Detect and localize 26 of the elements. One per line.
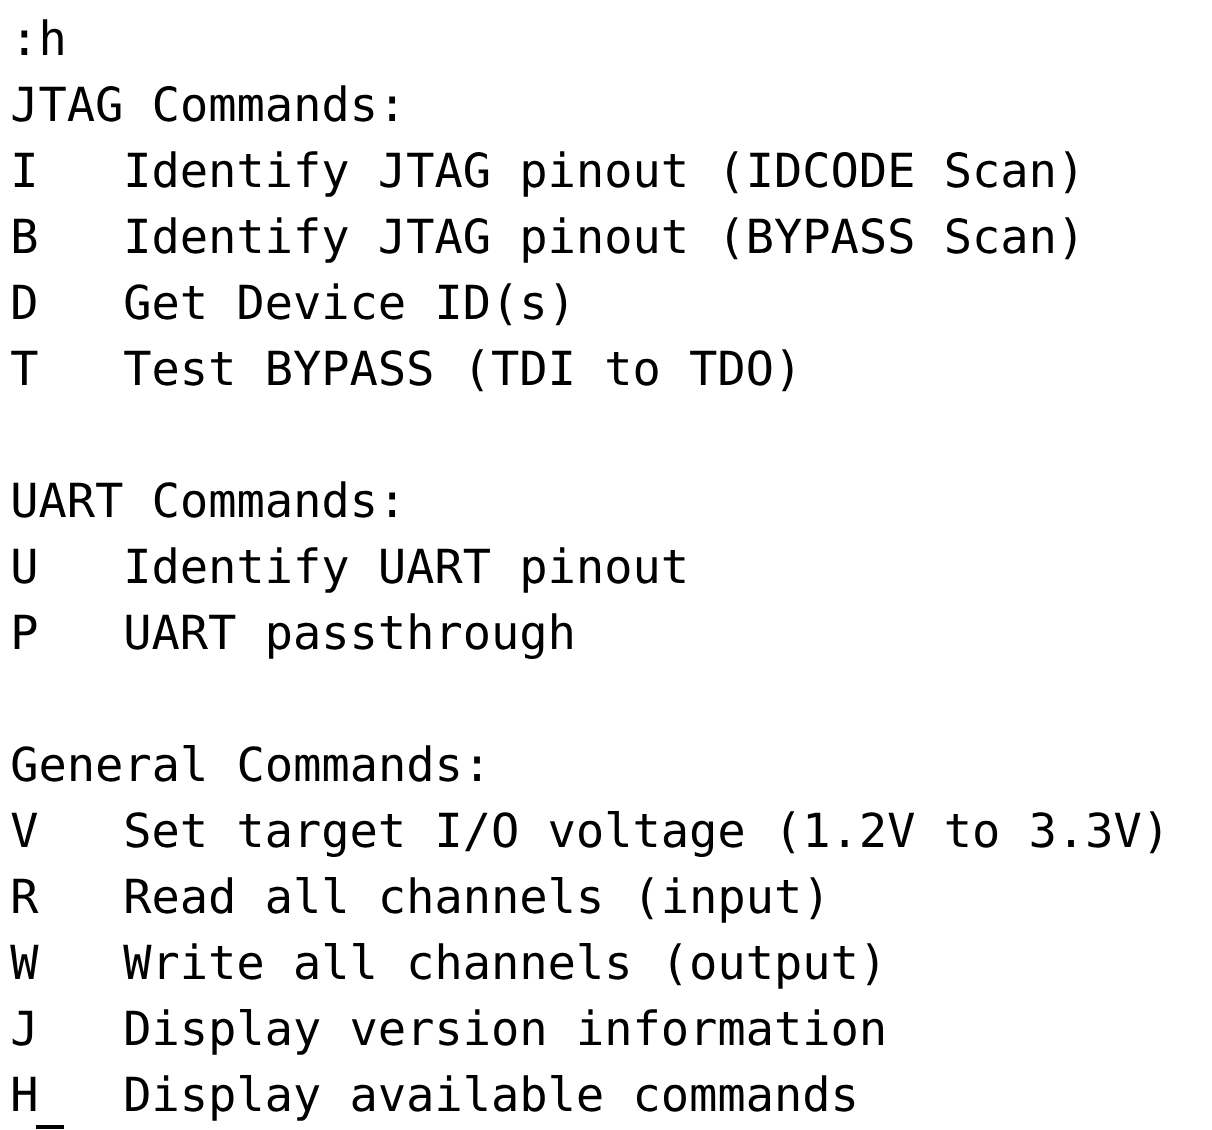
command-key: I xyxy=(14,152,34,187)
command-key: V xyxy=(11,812,38,847)
section-heading: JTAG Commands: xyxy=(12,85,395,122)
command-description: Test BYPASS (TDI to TDO) xyxy=(124,349,793,392)
command-description: Identify UART pinout xyxy=(127,547,685,593)
section-heading: UART Commands: xyxy=(13,481,395,518)
command-description: Display available commands xyxy=(126,1075,855,1121)
command-key: W xyxy=(10,944,39,979)
command-key: J xyxy=(12,1010,33,1046)
command-description: Write all channels (output) xyxy=(123,943,878,989)
command-key: H xyxy=(13,1076,36,1111)
command-description: Display version information xyxy=(126,1009,883,1055)
command-key: U xyxy=(13,548,36,584)
prompt-text: :h xyxy=(21,19,63,55)
command-description: Identify JTAG pinout (IDCODE Scan) xyxy=(127,151,1076,197)
command-description: Get Device ID(s) xyxy=(125,283,567,326)
section-heading: General Commands: xyxy=(12,745,480,782)
command-key: P xyxy=(14,614,37,649)
command-key: R xyxy=(13,878,39,913)
command-description: UART passthrough xyxy=(126,613,572,660)
command-description: Set target I/O voltage (1.2V to 3.3V) xyxy=(126,811,1161,858)
command-description: Read all channels (input) xyxy=(126,877,821,923)
command-key: B xyxy=(14,218,37,253)
command-key: D xyxy=(13,284,36,319)
command-description: Identify JTAG pinout (BYPASS Scan) xyxy=(127,217,1076,263)
command-key: T xyxy=(11,350,38,385)
